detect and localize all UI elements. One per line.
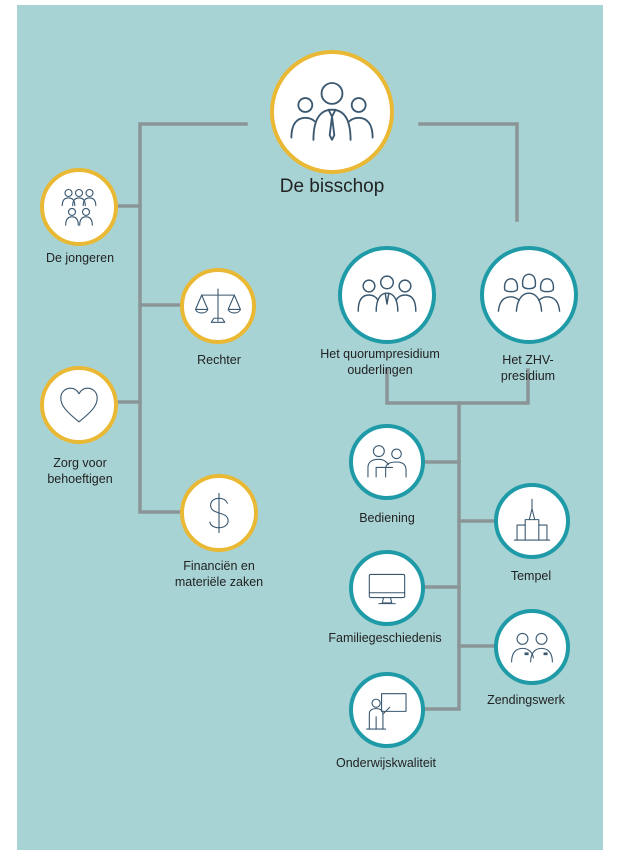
elders-quorum-node [338, 246, 436, 344]
ministering-node [349, 424, 425, 500]
relief-society-node [480, 246, 578, 344]
missionary-node [494, 609, 570, 685]
missionaries-icon [511, 632, 553, 663]
connector-committees [408, 401, 461, 711]
family-history-node [349, 550, 425, 626]
care-label: Zorg voor behoeftigen [47, 456, 113, 486]
dollar-sign-icon [209, 492, 229, 534]
family-history-label: Familiegeschiedenis [328, 631, 442, 645]
teaching-label: Onderwijskwaliteit [335, 756, 437, 770]
three-women-icon [497, 273, 561, 312]
teaching-node [349, 672, 425, 748]
temple-node [494, 483, 570, 559]
youth-node [40, 168, 118, 246]
temple-icon [513, 498, 551, 541]
heart-icon [60, 387, 98, 423]
three-men-icon [357, 275, 417, 312]
finance-node [180, 474, 258, 552]
care-node [40, 366, 118, 444]
ministering-label: Bediening [359, 511, 415, 525]
bishop-with-counselors-icon [290, 82, 374, 141]
missionary-label: Zendingswerk [487, 693, 565, 707]
connector-bishop-left [138, 122, 248, 514]
relief-society-label: Het ZHV-presidium [500, 353, 556, 383]
bishop-label: De bisschop [279, 176, 385, 197]
youth-label: De jongeren [45, 251, 115, 265]
connector-bishop-right [418, 122, 519, 222]
elders-quorum-label: Het quorumpresidium ouderlingen [320, 347, 440, 377]
judge-node [180, 268, 256, 344]
scales-of-justice-icon [195, 288, 241, 323]
bishop-node [270, 50, 394, 174]
judge-label: Rechter [197, 353, 241, 367]
finance-label: Financiën en materiële zaken [174, 559, 264, 589]
two-people-icon [367, 445, 407, 478]
teacher-at-board-icon [366, 693, 407, 730]
youth-group-icon [61, 188, 97, 226]
computer-monitor-icon [368, 573, 406, 605]
temple-label: Tempel [510, 569, 552, 583]
